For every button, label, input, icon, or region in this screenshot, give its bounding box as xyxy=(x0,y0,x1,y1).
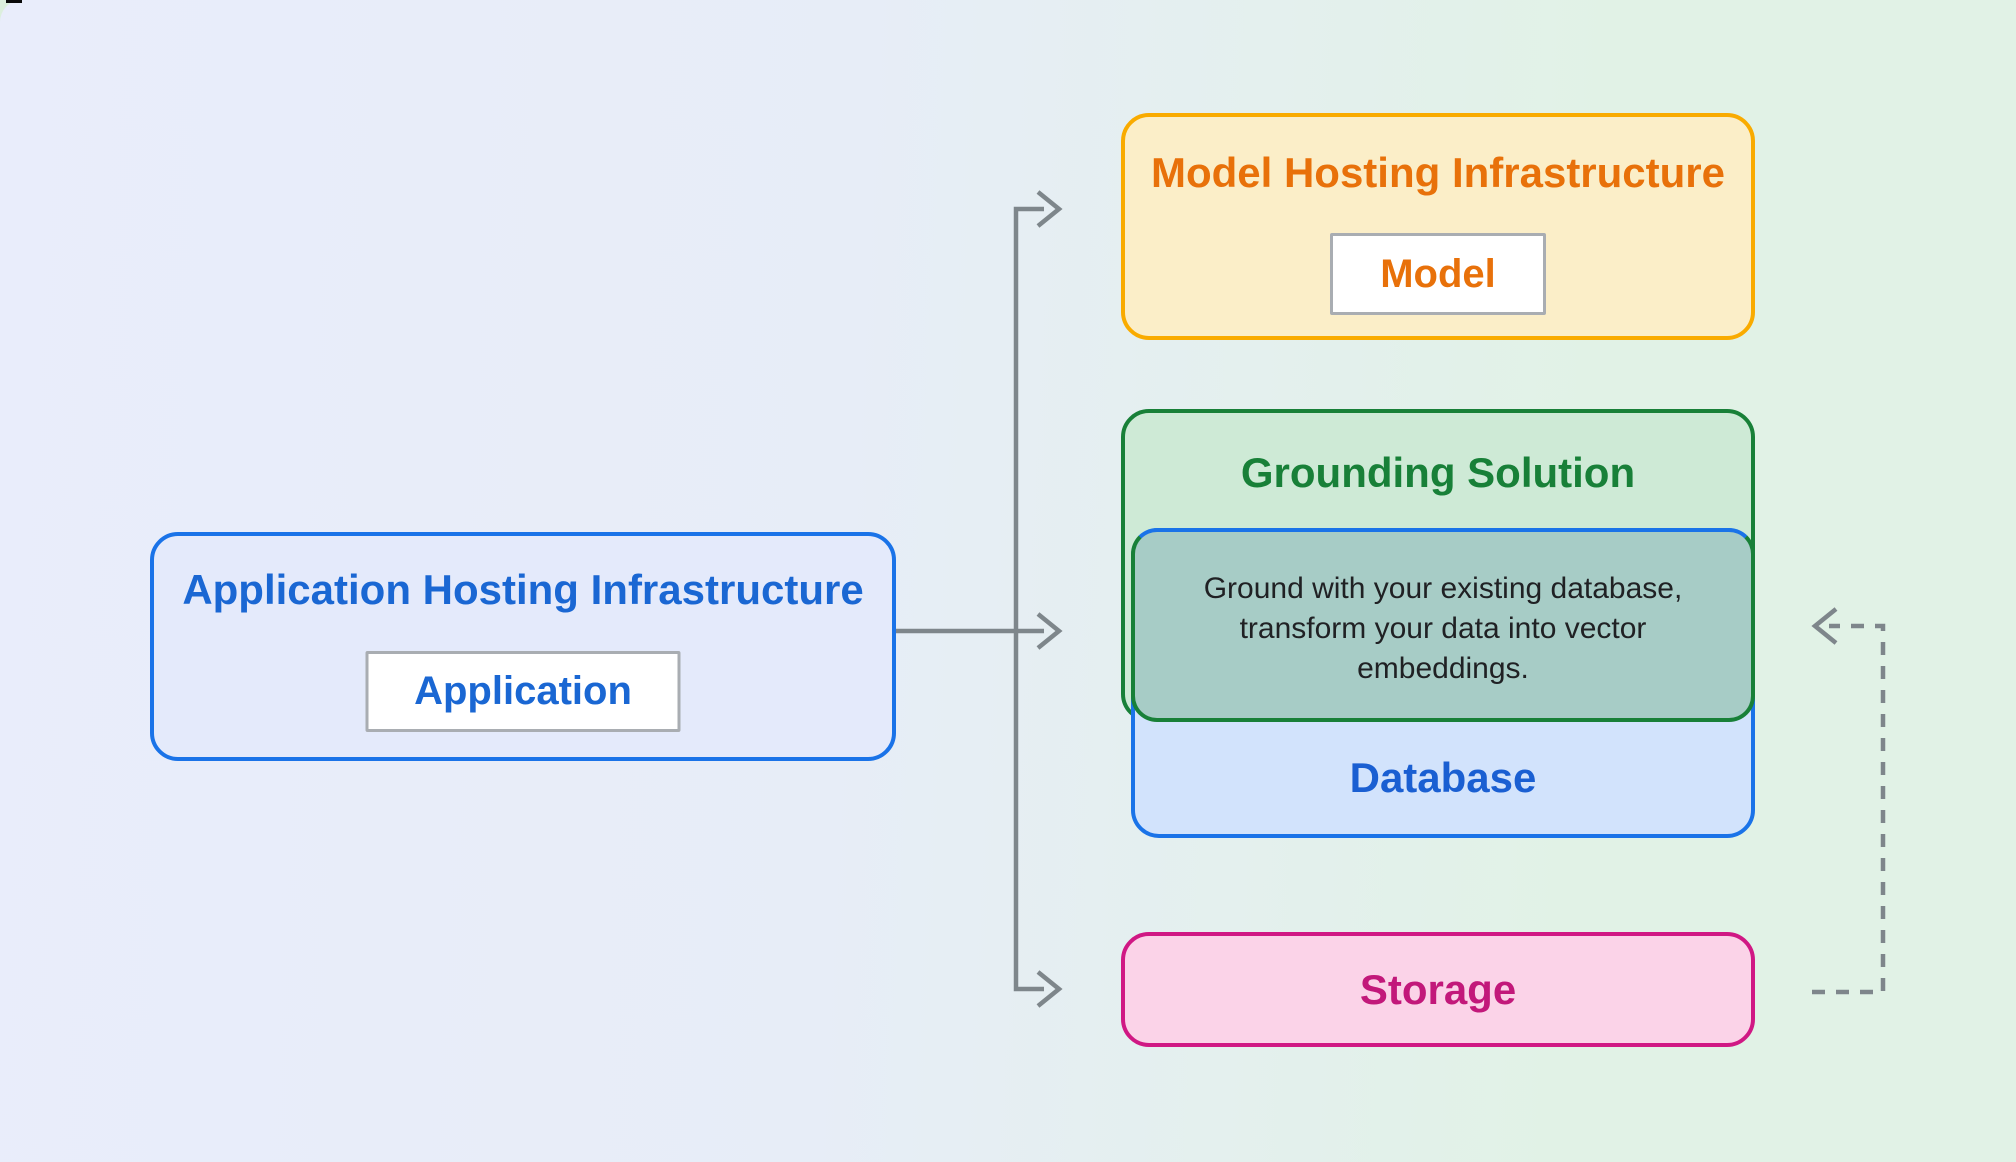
application-hosting-box: Application Hosting Infrastructure Appli… xyxy=(150,532,896,761)
overlap-note-line-3: embeddings. xyxy=(1357,652,1529,685)
grounding-database-overlap: Ground with your existing database, tran… xyxy=(1131,528,1755,722)
screenshot-corner-artifact xyxy=(6,0,22,3)
application-chip-label: Application xyxy=(414,669,632,713)
overlap-note-line-1: Ground with your existing database, xyxy=(1203,572,1683,605)
connector-top-line xyxy=(1013,206,1044,631)
connector-dashed-feedback-line xyxy=(1812,623,1886,995)
model-chip: Model xyxy=(1330,233,1546,315)
arrowhead-top-icon xyxy=(1036,190,1063,228)
arrowhead-bottom-icon xyxy=(1036,970,1063,1008)
model-hosting-title: Model Hosting Infrastructure xyxy=(1150,149,1726,196)
database-label: Database xyxy=(1349,754,1537,801)
connector-bottom-line xyxy=(1013,631,1044,992)
arrowhead-dashed-left-icon xyxy=(1811,607,1838,645)
storage-label: Storage xyxy=(1359,965,1517,1013)
model-hosting-box: Model Hosting Infrastructure Model xyxy=(1121,113,1755,340)
application-chip: Application xyxy=(365,651,681,732)
grounding-solution-title: Grounding Solution xyxy=(1240,449,1636,496)
application-hosting-title: Application Hosting Infrastructure xyxy=(182,566,864,613)
model-chip-label: Model xyxy=(1380,251,1496,296)
arrowhead-middle-icon xyxy=(1036,612,1063,650)
overlap-note-line-2: transform your data into vector xyxy=(1239,612,1647,645)
storage-box: Storage xyxy=(1121,932,1755,1047)
